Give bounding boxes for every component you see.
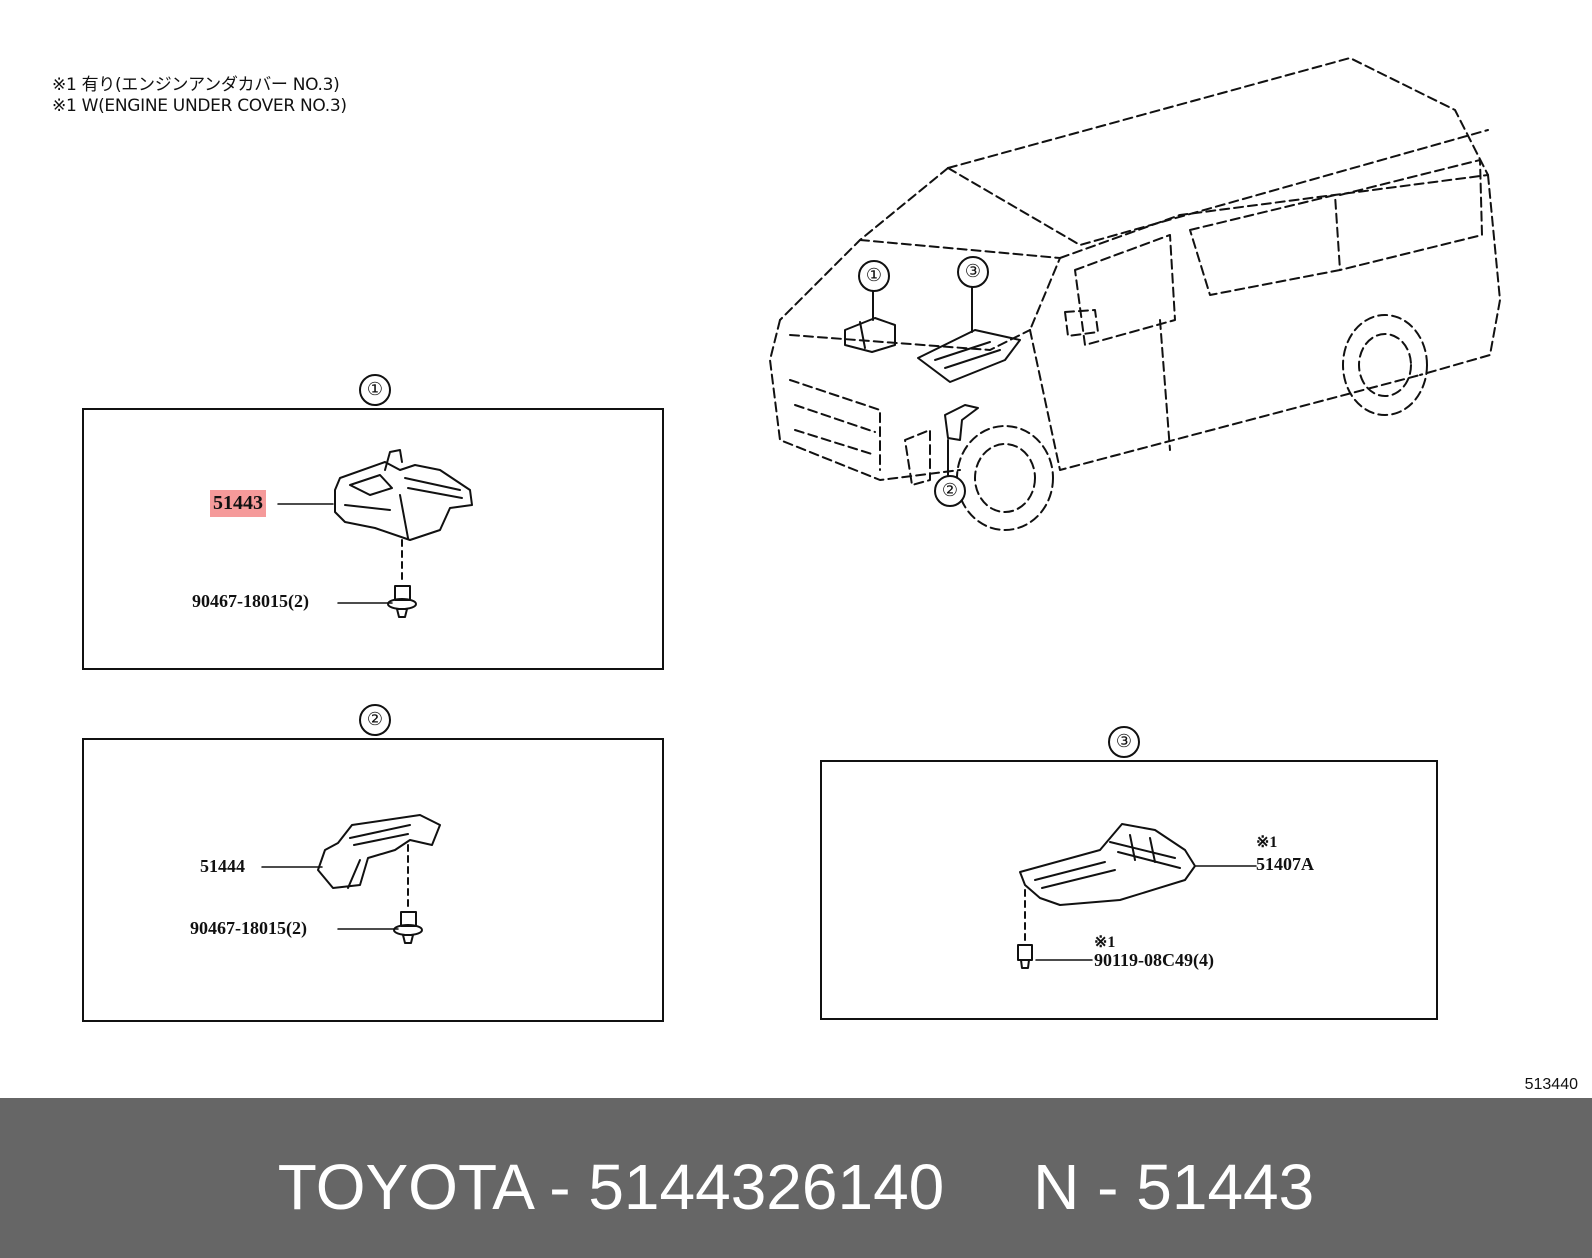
van-marker-3[interactable]: ③ — [957, 256, 989, 288]
panel1-marker: ① — [359, 374, 391, 406]
panel3-marker: ③ — [1108, 726, 1140, 758]
part-51407a-label[interactable]: 51407A — [1256, 854, 1314, 874]
van-marker-2[interactable]: ② — [934, 475, 966, 507]
note-with-engine-under-cover-jp: ※1 有り(エンジンアンダカバー NO.3) — [52, 75, 340, 95]
part-51444-label[interactable]: 51444 — [200, 856, 245, 876]
panel-3 — [820, 760, 1438, 1020]
panel2-fastener-label[interactable]: 90467-18015(2) — [190, 918, 307, 938]
part-51443-drawing — [277, 449, 473, 618]
van-marker-1[interactable]: ① — [858, 260, 890, 292]
part-51443-label[interactable]: 51443 — [210, 490, 266, 517]
van-illustration — [769, 57, 1501, 531]
panel1-fastener-label[interactable]: 90467-18015(2) — [192, 591, 309, 611]
panel-1 — [82, 408, 664, 670]
panel3-fastener-note: ※1 — [1094, 934, 1116, 951]
panel2-marker: ② — [359, 704, 391, 736]
note-with-engine-under-cover-en: ※1 W(ENGINE UNDER COVER NO.3) — [52, 96, 347, 116]
footer-part-number: TOYOTA - 5144326140 N - 51443 — [277, 1151, 1315, 1223]
part-51407a-note: ※1 — [1256, 834, 1278, 851]
part-51444-drawing — [261, 814, 441, 944]
van-part-2 — [944, 404, 979, 479]
part-51407a-drawing — [1017, 823, 1257, 969]
diagram-reference-code: 513440 — [1524, 1076, 1578, 1093]
panel3-fastener-label[interactable]: 90119-08C49(4) — [1094, 950, 1214, 970]
van-part-3 — [917, 285, 1021, 383]
panel-2 — [82, 738, 664, 1022]
footer-bar: TOYOTA - 5144326140 N - 51443 — [0, 1098, 1592, 1258]
